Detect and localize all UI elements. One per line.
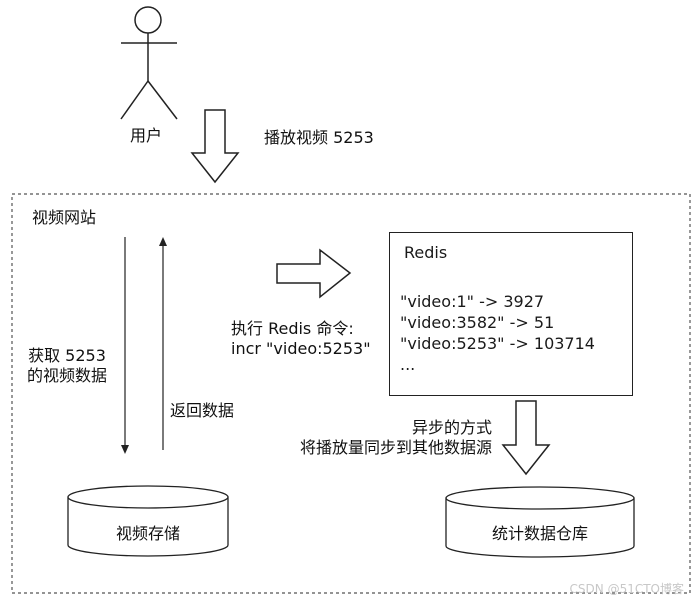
stats-warehouse-cylinder-icon bbox=[445, 486, 635, 558]
play-arrow-icon bbox=[190, 109, 240, 184]
redis-entries: "video:1" -> 3927 "video:3582" -> 51 "vi… bbox=[400, 291, 595, 375]
video-storage-cylinder-icon bbox=[67, 485, 229, 557]
async-arrow-icon bbox=[501, 400, 551, 476]
redis-entry: "video:5253" -> 103714 bbox=[400, 334, 595, 353]
fetch-arrow-icon bbox=[121, 237, 129, 454]
play-action-label: 播放视频 5253 bbox=[264, 128, 374, 147]
async-sync-line2: 将播放量同步到其他数据源 bbox=[299, 438, 492, 457]
fetch-label: 获取 5253 的视频数据 bbox=[18, 346, 116, 386]
redis-title: Redis bbox=[404, 243, 448, 262]
redis-command-line1: 执行 Redis 命令: bbox=[231, 319, 354, 338]
redis-command-line2: incr "video:5253" bbox=[231, 339, 371, 358]
redis-command-label: 执行 Redis 命令: incr "video:5253" bbox=[231, 319, 371, 359]
async-sync-line1: 异步的方式 bbox=[411, 418, 492, 437]
async-sync-label: 异步的方式 将播放量同步到其他数据源 bbox=[250, 418, 492, 458]
return-data-label: 返回数据 bbox=[170, 401, 235, 420]
fetch-label-line2: 的视频数据 bbox=[26, 366, 107, 385]
redis-command-arrow-icon bbox=[276, 248, 352, 299]
user-stick-figure-icon bbox=[120, 6, 178, 120]
watermark: CSDN @51CTO博客 bbox=[569, 582, 684, 596]
website-container bbox=[11, 193, 691, 594]
fetch-label-line1: 获取 5253 bbox=[28, 346, 106, 365]
user-label: 用户 bbox=[130, 126, 163, 145]
redis-entry: "video:3582" -> 51 bbox=[400, 313, 555, 332]
redis-box: Redis "video:1" -> 3927 "video:3582" -> … bbox=[389, 232, 633, 396]
video-storage-label: 视频存储 bbox=[115, 524, 180, 543]
website-label: 视频网站 bbox=[32, 208, 97, 227]
stats-warehouse-label: 统计数据仓库 bbox=[491, 524, 588, 543]
redis-entry: ... bbox=[400, 355, 416, 374]
return-arrow-icon bbox=[159, 237, 167, 450]
redis-entry: "video:1" -> 3927 bbox=[400, 292, 545, 311]
